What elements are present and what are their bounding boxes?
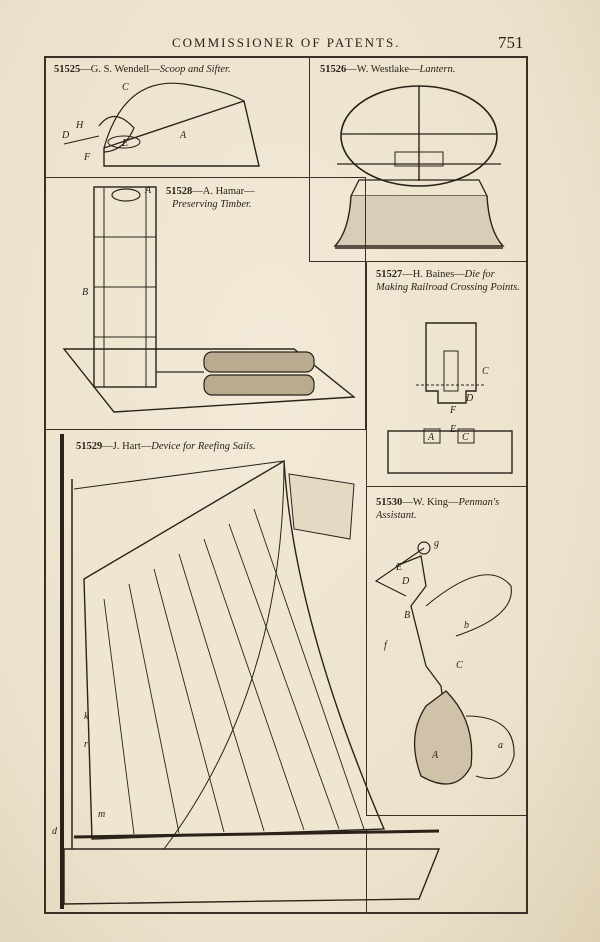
label-penman-b-upper: B — [404, 610, 410, 621]
lantern-drawing — [333, 85, 505, 249]
label-timber-a: A — [144, 185, 152, 196]
label-penman-a-upper: A — [431, 750, 439, 761]
die-drawing: C D F E A C — [387, 322, 513, 474]
label-scoop-a: A — [179, 130, 187, 141]
page-header: COMMISSIONER OF PATENTS. 751 — [0, 33, 600, 53]
label-scoop-h: H — [75, 120, 84, 131]
label-die-d: D — [465, 393, 474, 404]
label-sail-d: d — [52, 826, 58, 837]
penman-drawing: g E D B b f C A a — [374, 538, 515, 785]
label-scoop-d: D — [61, 130, 70, 141]
label-penman-b: b — [464, 620, 469, 631]
caption-51525: 51525—G. S. Wendell—Scoop and Sifter. — [54, 64, 231, 75]
label-sail-r: r — [84, 739, 88, 750]
label-die-e: E — [449, 424, 456, 435]
sail-drawing: d m r k — [52, 434, 441, 909]
label-penman-f: f — [384, 640, 388, 651]
page-number: 751 — [498, 33, 524, 52]
label-penman-e: E — [395, 562, 402, 573]
running-title: COMMISSIONER OF PATENTS. — [172, 35, 401, 50]
caption-51529: 51529—J. Hart—Device for Reefing Sails. — [76, 441, 256, 452]
scoop-drawing: C H D F E A — [61, 82, 260, 167]
caption-51530: 51530—W. King—Penman's Assistant. — [376, 497, 500, 521]
label-die-c: C — [482, 366, 489, 377]
label-penman-c: C — [456, 660, 463, 671]
label-penman-d: D — [401, 576, 410, 587]
label-sail-k: k — [84, 711, 89, 722]
label-die-f: F — [449, 405, 457, 416]
label-die-a: A — [427, 432, 435, 443]
timber-drawing: A B — [62, 185, 356, 413]
label-scoop-c: C — [122, 82, 129, 93]
panel-penmans-assistant — [366, 486, 528, 816]
caption-51526: 51526—W. Westlake—Lantern. — [320, 64, 456, 75]
label-penman-a: a — [498, 740, 503, 751]
caption-51528: 51528—A. Hamar—Preserving Timber. — [166, 186, 255, 210]
label-scoop-e: E — [121, 138, 128, 149]
label-die-c2: C — [462, 432, 469, 443]
label-scoop-f: F — [83, 152, 91, 163]
caption-51527: 51527—H. Baines—Die for Making Railroad … — [376, 269, 520, 293]
label-penman-g: g — [434, 538, 439, 549]
label-sail-m: m — [98, 809, 105, 820]
label-timber-b: B — [82, 287, 88, 298]
